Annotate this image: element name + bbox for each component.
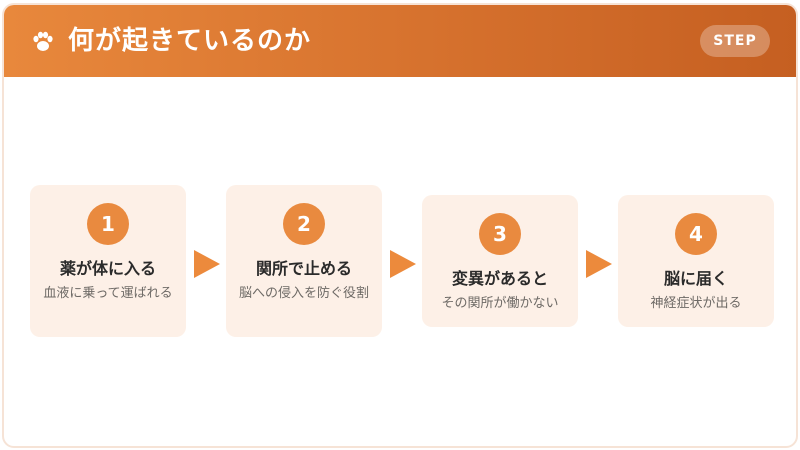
header-bar: 何が起きているのか STEP	[4, 5, 796, 77]
step-description-1: 血液に乗って運ばれる	[43, 286, 173, 301]
step-title-4: 脳に届く	[663, 269, 728, 288]
step-description-4: 神経症状が出る	[650, 296, 742, 311]
slide-frame: 何が起きているのか STEP 1 薬が体に入る 血液に乗って運ばれる 2 関所で…	[2, 3, 798, 448]
step-number-4: 4	[675, 213, 717, 255]
arrow-icon-2	[390, 250, 416, 278]
step-title-2: 関所で止める	[255, 259, 352, 278]
step-badge: STEP	[700, 25, 770, 57]
step-number-1: 1	[87, 203, 129, 245]
step-card-2: 2 関所で止める 脳への侵入を防ぐ役割	[226, 185, 382, 337]
paw-icon	[33, 31, 53, 51]
step-card-1: 1 薬が体に入る 血液に乗って運ばれる	[30, 185, 186, 337]
arrow-icon-1	[194, 250, 220, 278]
page-title: 何が起きているのか	[68, 26, 312, 56]
step-card-4: 4 脳に届く 神経症状が出る	[618, 195, 774, 327]
step-card-3: 3 変異があると その関所が働かない	[422, 195, 578, 327]
step-description-2: 脳への侵入を防ぐ役割	[238, 286, 369, 301]
step-number-2: 2	[283, 203, 325, 245]
arrow-icon-3	[586, 250, 612, 278]
step-number-3: 3	[479, 213, 521, 255]
step-title-1: 薬が体に入る	[59, 259, 156, 278]
step-title-3: 変異があると	[451, 269, 548, 288]
step-description-3: その関所が働かない	[441, 296, 559, 311]
